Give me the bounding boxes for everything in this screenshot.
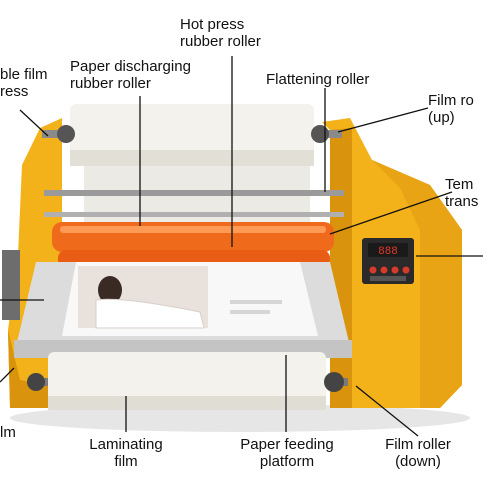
top-roll-right-end <box>311 125 329 143</box>
label-adjustable-film-line1: ble film <box>0 66 48 83</box>
label-temperature: Tem trans <box>445 176 478 210</box>
leader-lines <box>0 56 483 437</box>
label-temperature-line1: Tem <box>445 176 474 193</box>
laminating-film-shade <box>48 396 326 410</box>
label-paper-feeding-line2: platform <box>259 453 315 470</box>
label-laminating-film: Laminating film <box>78 436 174 470</box>
label-film-roller-up-line2: (up) <box>428 109 455 126</box>
power-switch-icon <box>370 276 406 281</box>
label-film-roller-up-line1: Film ro <box>428 92 474 109</box>
panel-button-3 <box>391 266 399 274</box>
label-film-roller-up: Film ro (up) <box>428 92 474 126</box>
label-flattening-line1: Flattening roller <box>266 71 370 88</box>
label-film-roller-down-line1: Film roller <box>385 436 451 453</box>
label-laminating-film-line2: film <box>114 453 138 470</box>
display-screen <box>368 243 408 257</box>
label-paper-discharging-line2: rubber roller <box>70 75 151 92</box>
label-laminating-film-line1: Laminating <box>89 436 163 453</box>
label-hot-press-line2: rubber roller <box>180 33 261 50</box>
label-film-roller-down: Film roller (down) <box>372 436 464 470</box>
photo-text-block <box>230 300 282 304</box>
photo-figure-head <box>98 276 122 304</box>
right-housing-shadow <box>372 160 462 408</box>
label-flattening-roller: Flattening roller <box>266 71 369 88</box>
floor-shadow <box>10 404 470 432</box>
hot-press-roller-highlight <box>60 226 326 233</box>
label-hot-press-line1: Hot press <box>180 16 245 33</box>
label-left-film-line1: lm <box>0 424 16 441</box>
right-housing-side <box>330 128 352 408</box>
bottom-roll-right-end <box>324 372 344 392</box>
photo-text-block-2 <box>230 310 270 314</box>
left-control-strip <box>2 250 20 320</box>
label-adjustable-film-line2: ress <box>0 83 29 100</box>
label-hot-press-roller: Hot press rubber roller <box>180 16 261 50</box>
display-readout: 888 <box>378 246 398 258</box>
label-paper-discharging-roller: Paper discharging rubber roller <box>70 58 191 92</box>
label-left-film: lm <box>0 424 16 441</box>
label-paper-feeding-platform: Paper feeding platform <box>228 436 346 470</box>
top-roll-left-end <box>57 125 75 143</box>
photo-figure-body <box>95 298 205 329</box>
bottom-roll-left-end <box>27 373 45 391</box>
guide-rod <box>44 212 344 217</box>
laminating-film-roll <box>48 352 326 410</box>
label-film-roller-down-line2: (down) <box>395 453 441 470</box>
label-paper-discharging-line1: Paper discharging <box>70 58 191 75</box>
top-film-roll-shade <box>70 150 314 166</box>
panel-button-4 <box>402 266 410 274</box>
label-adjustable-film: ble film ress <box>0 66 48 100</box>
flattening-rod <box>44 190 344 196</box>
label-paper-feeding-line1: Paper feeding <box>240 436 334 453</box>
label-temperature-line2: trans <box>445 193 479 210</box>
panel-button-1 <box>369 266 377 274</box>
panel-button-2 <box>380 266 388 274</box>
